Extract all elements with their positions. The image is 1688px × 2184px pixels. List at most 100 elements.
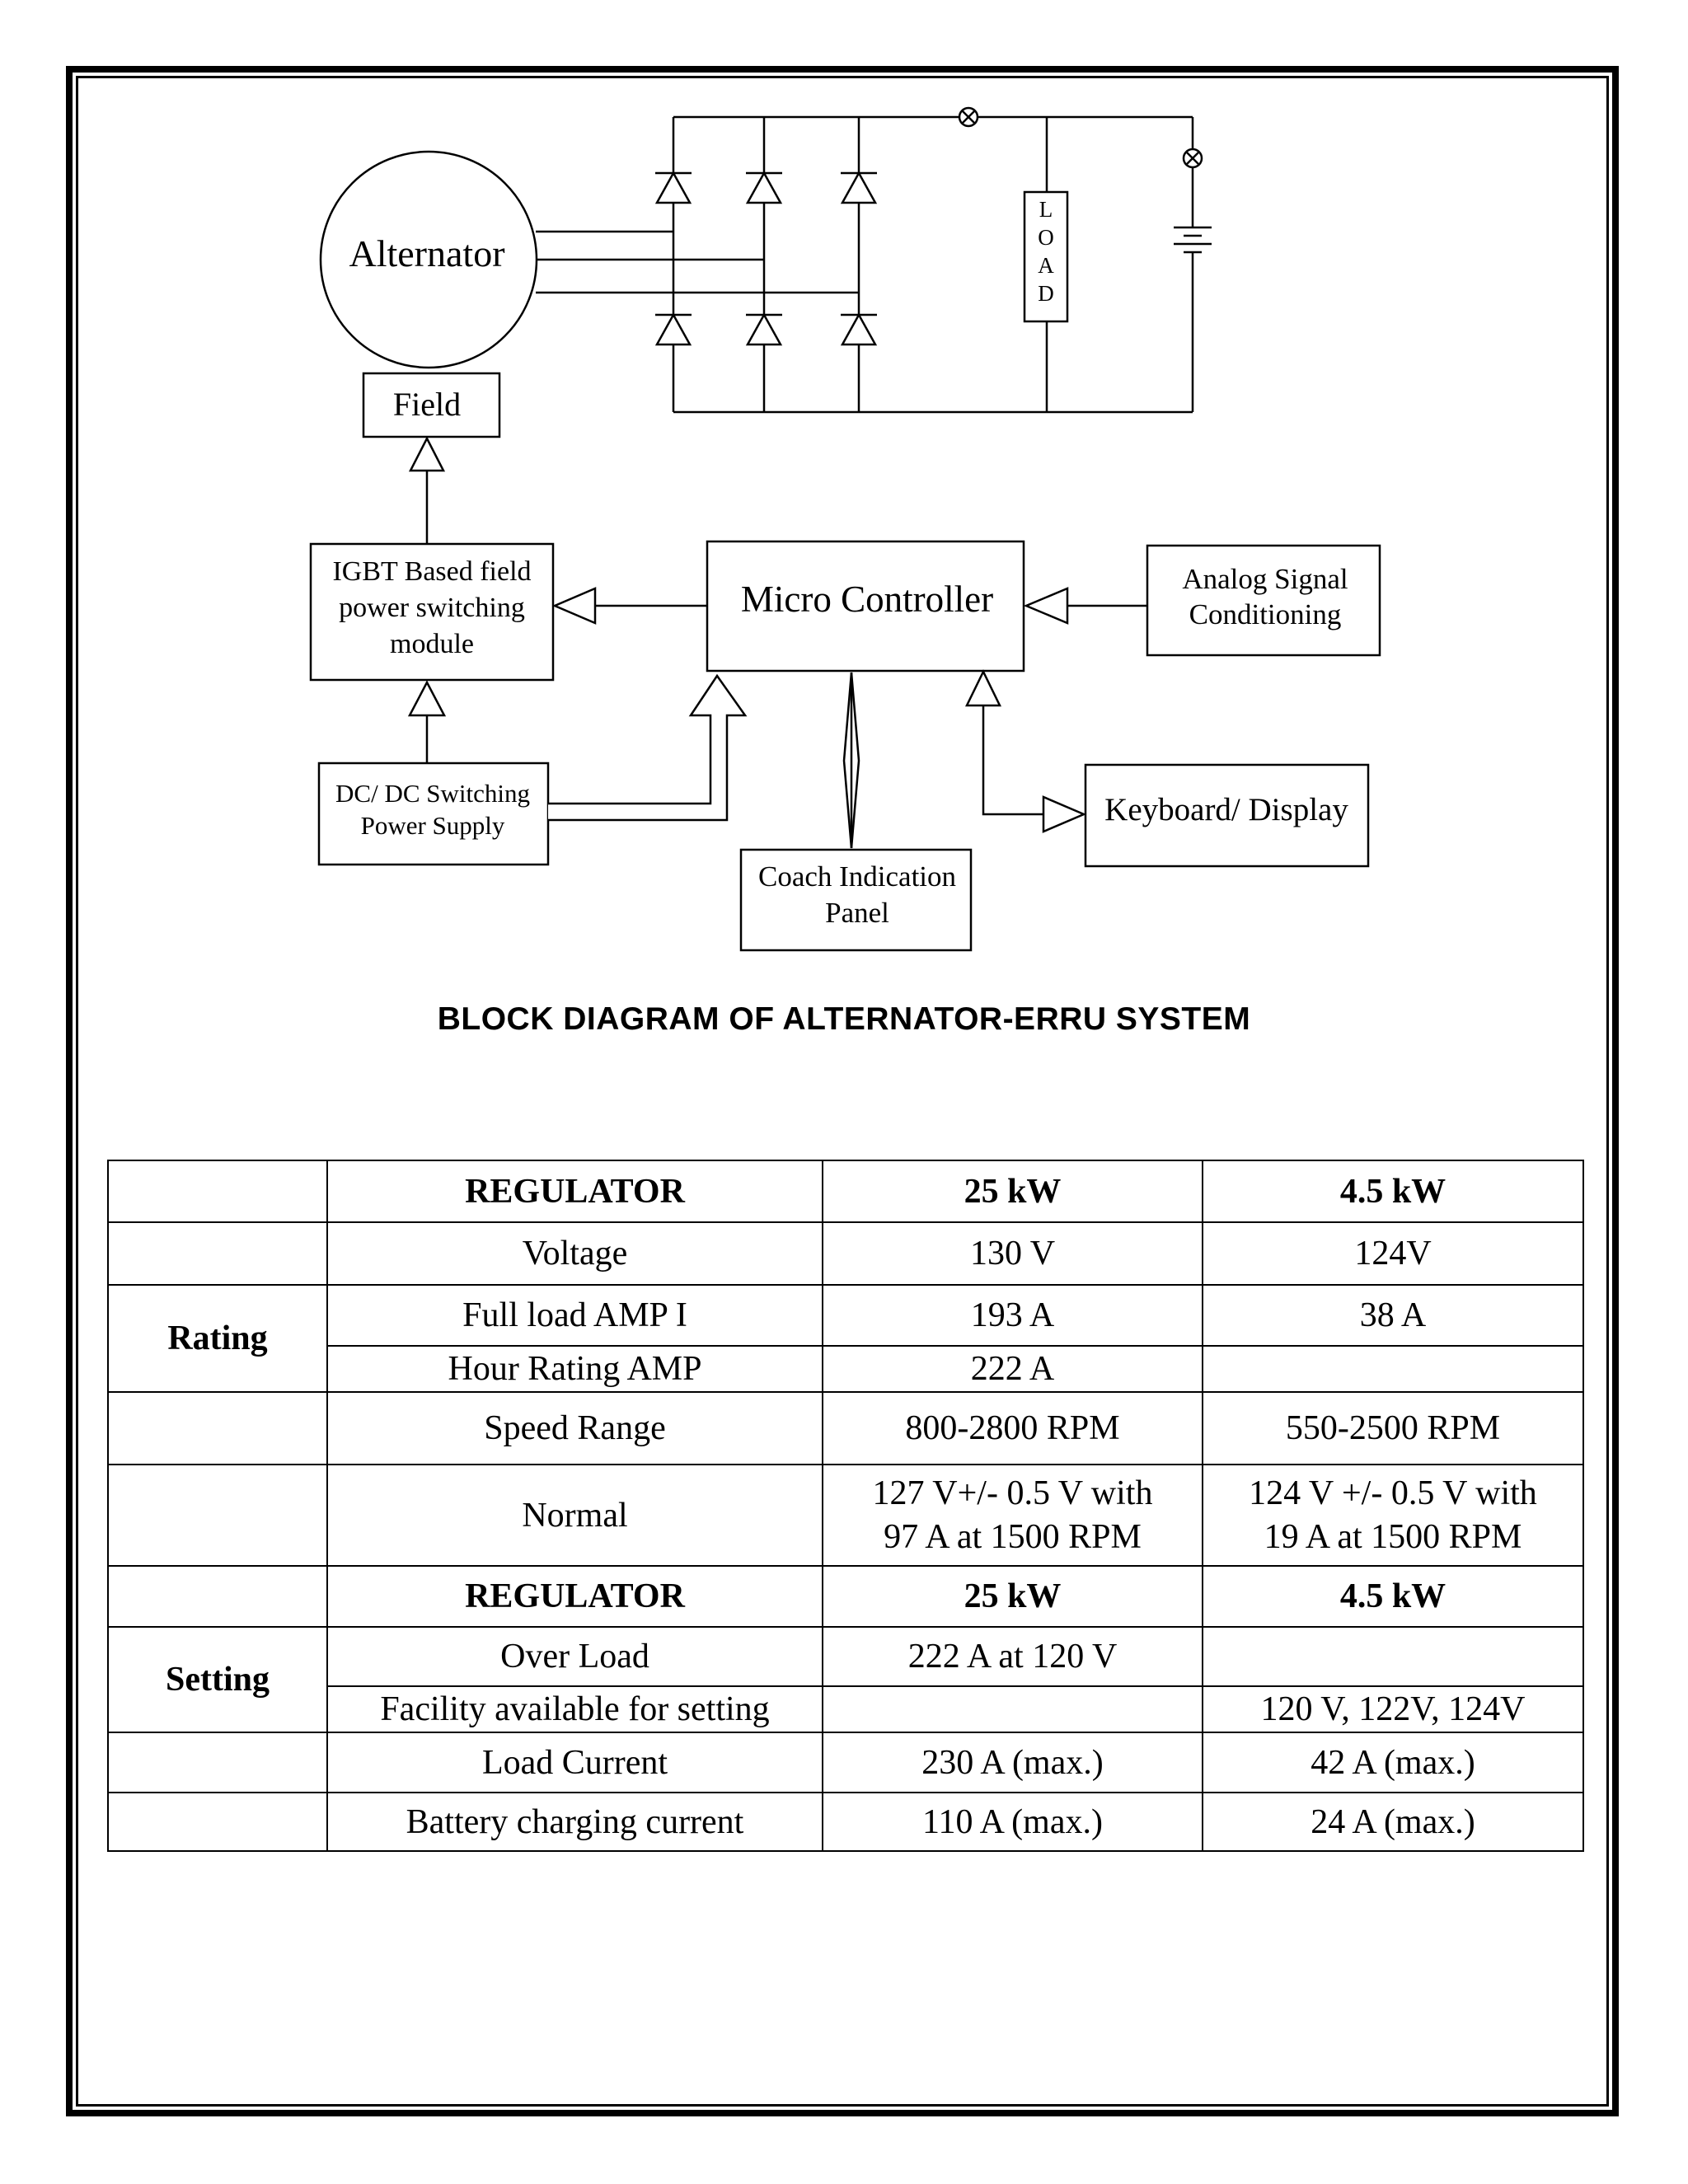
lamp-icon [958,106,979,128]
table-row: REGULATOR 25 kW 4.5 kW [107,1565,1584,1628]
cell-45kw: 38 A [1202,1284,1584,1347]
arrow-left-icon [551,587,597,625]
row-label: Voltage [326,1221,823,1286]
table-row: Voltage 130 V 124V [107,1221,1584,1286]
cell-25kw: 110 A (max.) [822,1792,1203,1852]
row-label: Load Current [326,1732,823,1793]
cell-25kw: 222 A at 120 V [822,1626,1203,1687]
diode-icon [654,313,693,346]
spec-table: REGULATOR 25 kW 4.5 kW Voltage 130 V 124… [107,1160,1584,1852]
table-cell-empty [107,1464,328,1567]
cell-45kw [1202,1626,1584,1687]
regulator-header: REGULATOR [326,1160,823,1223]
table-row: REGULATOR 25 kW 4.5 kW [107,1160,1584,1223]
field-box [362,372,501,438]
analog-label-line: Analog Signal [1182,563,1348,595]
cell-45kw: 550-2500 RPM [1202,1391,1584,1465]
lamp-icon [1182,148,1203,169]
diode-icon [744,171,784,204]
cell-45kw-text: 124 V +/- 0.5 V with 19 A at 1500 RPM [1249,1474,1537,1556]
arrow-up-icon [408,436,446,472]
analog-box [1146,544,1381,657]
page-border-outer [66,66,1619,2116]
cell-45kw: 24 A (max.) [1202,1792,1584,1852]
cell-25kw: 130 V [822,1221,1203,1286]
page-border-inner [76,76,1609,2107]
dcdc-label-line: DC/ DC Switching [335,779,530,808]
diode-icon [654,171,693,204]
row-label: Full load AMP I [326,1284,823,1347]
table-cell-empty [107,1732,328,1793]
cell-25kw: 222 A [822,1345,1203,1393]
table-row: Battery charging current 110 A (max.) 24… [107,1792,1584,1852]
analog-label-line: Conditioning [1189,598,1342,630]
cell-45kw: 124V [1202,1221,1584,1286]
col-45kw-header: 4.5 kW [1202,1160,1584,1223]
load-letter: A [1038,253,1054,278]
col-25kw-header: 25 kW [822,1160,1203,1223]
igbt-box [309,542,555,682]
table-cell-empty [107,1565,328,1628]
cell-25kw: 127 V+/- 0.5 V with 97 A at 1500 RPM [822,1464,1203,1567]
row-label: Over Load [326,1626,823,1687]
rating-group-label: Rating [107,1284,328,1393]
table-row: Rating Full load AMP I 193 A 38 A [107,1284,1584,1393]
col-25kw-header: 25 kW [822,1565,1203,1628]
arrow-up-icon [548,673,748,822]
igbt-label-line: IGBT Based field [332,556,531,587]
table-cell-empty [107,1391,328,1465]
table-row: Setting Over Load 222 A at 120 V [107,1626,1584,1733]
cell-25kw: 193 A [822,1284,1203,1347]
cell-25kw: 800-2800 RPM [822,1391,1203,1465]
load-box [1023,190,1069,323]
row-label: Battery charging current [326,1792,823,1852]
cell-45kw: 124 V +/- 0.5 V with 19 A at 1500 RPM [1202,1464,1584,1567]
table-row: Speed Range 800-2800 RPM 550-2500 RPM [107,1391,1584,1465]
diagram-caption: BLOCK DIAGRAM OF ALTERNATOR-ERRU SYSTEM [437,1001,1251,1037]
row-label: Hour Rating AMP [326,1345,823,1393]
cell-45kw [1202,1345,1584,1393]
table-cell-empty [107,1792,328,1852]
cell-25kw [822,1685,1203,1733]
alternator-label: Alternator [349,232,504,274]
diode-icon [839,171,879,204]
igbt-label-line: module [390,629,474,659]
keyboard-label: Keyboard/ Display [1104,792,1348,827]
arrow-up-icon [407,680,447,717]
field-label: Field [393,386,461,423]
dcdc-label-line: Power Supply [361,811,505,840]
arrow-left-icon [1023,587,1069,625]
arrow-right-icon [1042,795,1087,833]
setting-group-label: Setting [107,1626,328,1733]
cell-25kw: 230 A (max.) [822,1732,1203,1793]
igbt-label-line: power switching [339,593,525,623]
table-cell-empty [107,1160,328,1223]
load-letter: O [1038,225,1054,250]
load-letter: L [1039,197,1053,222]
dcdc-box [317,762,550,866]
coach-label-line: Coach Indication [758,860,956,893]
table-row: Facility available for setting 120 V, 12… [108,1685,1584,1733]
row-label: Normal [326,1464,823,1567]
col-45kw-header: 4.5 kW [1202,1565,1584,1628]
cell-45kw: 42 A (max.) [1202,1732,1584,1793]
regulator-header: REGULATOR [326,1565,823,1628]
diode-icon [744,313,784,346]
row-label: Speed Range [326,1391,823,1465]
block-diagram: Alternator Field L O A D IGBT Based fiel… [309,106,1381,952]
micro-controller-box [706,540,1025,673]
table-row: Load Current 230 A (max.) 42 A (max.) [107,1732,1584,1793]
table-row: Normal 127 V+/- 0.5 V with 97 A at 1500 … [107,1464,1584,1567]
coach-box [739,848,973,952]
row-label: Facility available for setting [326,1685,823,1733]
coach-label-line: Panel [825,897,889,929]
load-letter: D [1038,281,1054,306]
keyboard-box [1084,763,1370,868]
micro-controller-label: Micro Controller [741,579,993,620]
diode-icon [839,313,879,346]
arrow-up-icon [964,669,1002,707]
cell-25kw-text: 127 V+/- 0.5 V with 97 A at 1500 RPM [872,1474,1153,1556]
table-row: Hour Rating AMP 222 A [108,1345,1584,1393]
table-cell-empty [107,1221,328,1286]
cell-45kw: 120 V, 122V, 124V [1202,1685,1584,1733]
